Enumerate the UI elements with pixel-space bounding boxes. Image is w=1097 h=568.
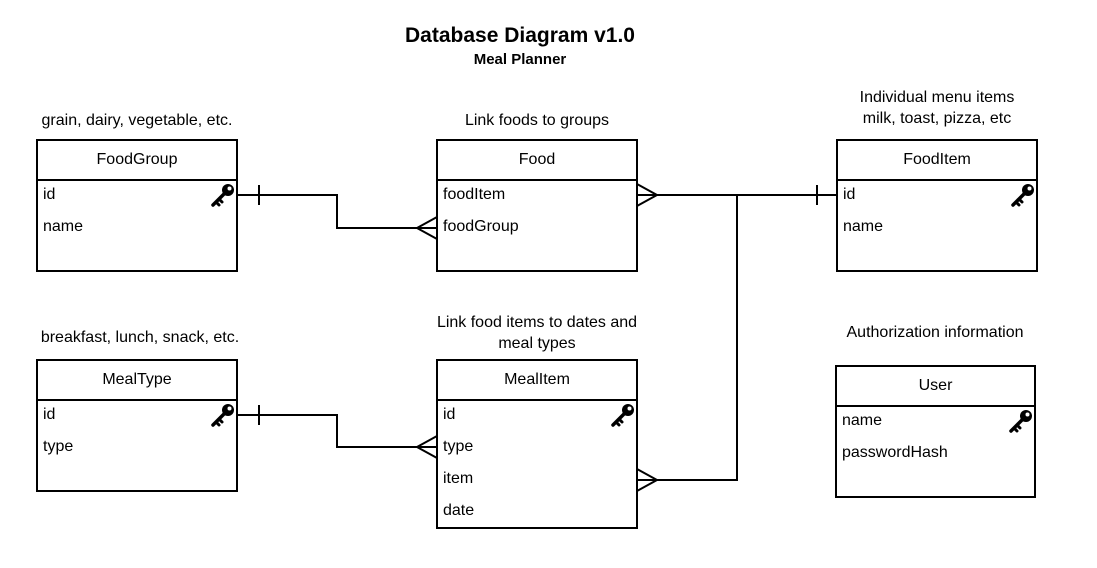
field-type: type <box>43 438 74 455</box>
field-id: id <box>843 186 856 203</box>
entity-user[interactable]: User name passwordHash <box>835 365 1036 498</box>
note-meal-item-line2: meal types <box>498 335 576 352</box>
entity-name: User <box>837 367 1034 407</box>
field-fooditem: foodItem <box>443 186 506 203</box>
cardinality-many-mark <box>416 435 438 459</box>
key-icon <box>610 402 636 428</box>
cardinality-many-mark <box>416 216 438 240</box>
entity-mealtype[interactable]: MealType id type <box>36 359 238 492</box>
note-meal-item-line1: Link food items to dates and <box>436 314 638 331</box>
field-type: type <box>443 438 474 455</box>
relation-mealtype-mealitem <box>237 414 437 448</box>
note-meal-type: breakfast, lunch, snack, etc. <box>40 329 240 346</box>
field-item: item <box>443 470 474 487</box>
entity-name: FoodGroup <box>38 141 236 181</box>
diagram-subtitle: Meal Planner <box>473 51 567 68</box>
entity-name: Food <box>438 141 636 181</box>
note-user: Authorization information <box>846 324 1024 341</box>
cardinality-many-mark <box>636 468 658 492</box>
key-icon <box>1010 182 1036 208</box>
field-id: id <box>443 406 456 423</box>
field-name: name <box>842 412 883 429</box>
key-icon <box>1008 408 1034 434</box>
entity-fooditem[interactable]: FoodItem id name <box>836 139 1038 272</box>
entity-mealitem[interactable]: MealItem id type item date <box>436 359 638 529</box>
note-food-group: grain, dairy, vegetable, etc. <box>41 112 233 129</box>
field-name: name <box>43 218 84 235</box>
key-icon <box>210 402 236 428</box>
entity-name: FoodItem <box>838 141 1036 181</box>
note-food: Link foods to groups <box>464 112 610 129</box>
diagram-title: Database Diagram v1.0 <box>405 24 635 47</box>
field-name: name <box>843 218 884 235</box>
field-passwordhash: passwordHash <box>842 444 948 461</box>
relation-fooditem-mealitem <box>637 195 738 481</box>
entity-food[interactable]: Food foodItem foodGroup <box>436 139 638 272</box>
entity-foodgroup[interactable]: FoodGroup id name <box>36 139 238 272</box>
relation-foodgroup-food <box>237 194 437 229</box>
entity-name: MealItem <box>438 361 636 401</box>
key-icon <box>210 182 236 208</box>
entity-name: MealType <box>38 361 236 401</box>
note-food-item-line2: milk, toast, pizza, etc <box>862 110 1012 127</box>
note-food-item-line1: Individual menu items <box>859 89 1015 106</box>
field-id: id <box>43 406 56 423</box>
field-foodgroup: foodGroup <box>443 218 519 235</box>
cardinality-many-mark <box>636 183 658 207</box>
field-date: date <box>443 502 475 519</box>
field-id: id <box>43 186 56 203</box>
